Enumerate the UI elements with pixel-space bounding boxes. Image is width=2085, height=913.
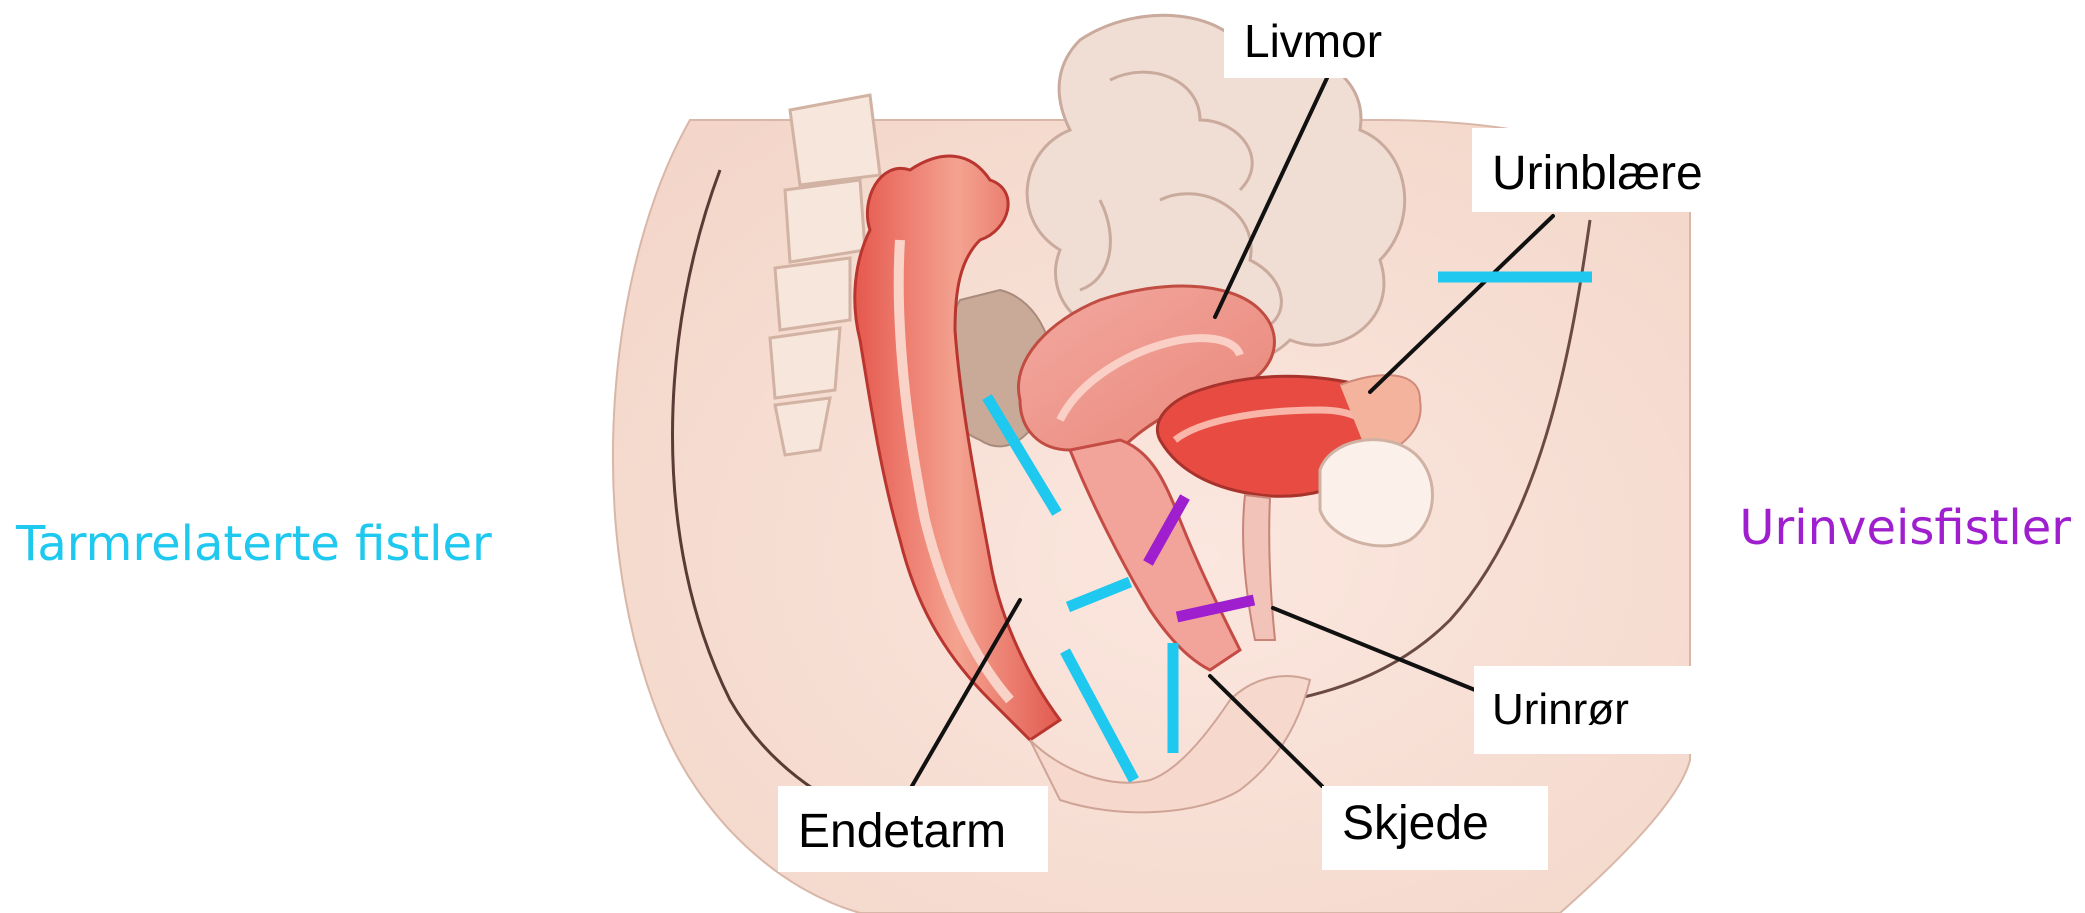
label-livmor: Livmor (1224, 8, 1436, 78)
label-urinror-text: Urinrør (1474, 666, 1754, 732)
label-livmor-text: Livmor (1224, 8, 1436, 64)
label-urinror: Urinrør (1474, 666, 1754, 754)
label-endetarm-text: Endetarm (778, 786, 1048, 856)
intestinal-fistulas-title: Tarmrelaterte fistler (16, 520, 492, 568)
label-urinblaere-text: Urinblære (1472, 128, 1743, 198)
label-skjede-text: Skjede (1322, 786, 1548, 848)
urinary-fistulas-title: Urinveisfistler (1739, 504, 2071, 552)
label-endetarm: Endetarm (778, 786, 1048, 872)
pubic-bone (1320, 440, 1433, 546)
label-urinblaere: Urinblære (1472, 128, 1743, 212)
label-skjede: Skjede (1322, 786, 1548, 870)
